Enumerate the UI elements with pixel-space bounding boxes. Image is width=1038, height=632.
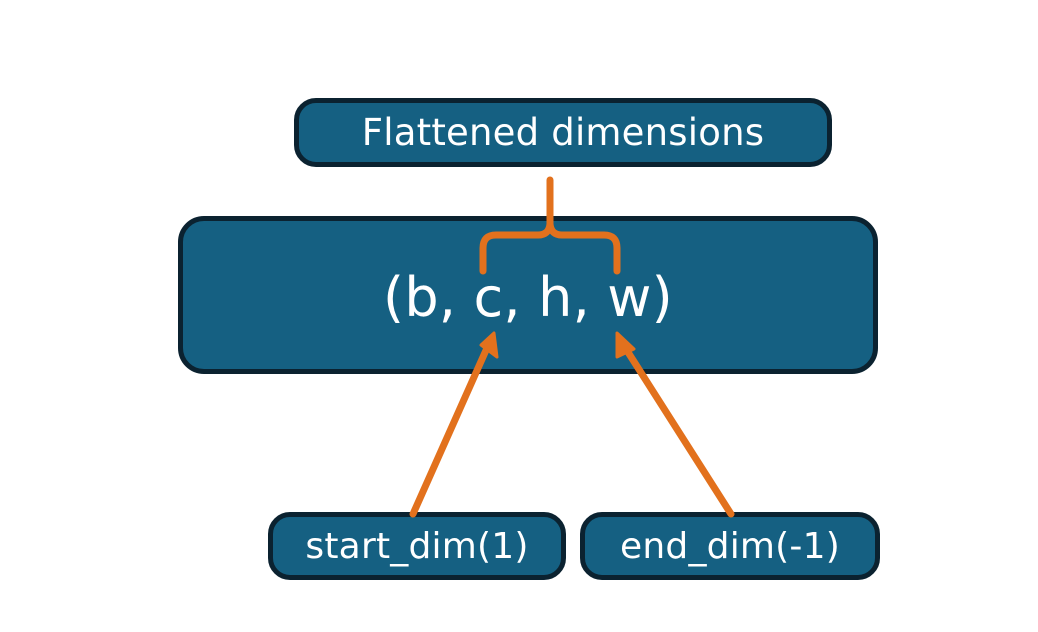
node-tensor-shape: (b, c, h, w) [178,216,878,374]
node-flattened-dimensions: Flattened dimensions [294,98,832,167]
node-tensor-shape-label: (b, c, h, w) [383,265,673,329]
node-start-dim-label: start_dim(1) [305,525,529,567]
node-start-dim: start_dim(1) [268,512,566,580]
node-flattened-dimensions-label: Flattened dimensions [361,111,765,154]
node-end-dim: end_dim(-1) [580,512,880,580]
node-end-dim-label: end_dim(-1) [620,525,840,567]
